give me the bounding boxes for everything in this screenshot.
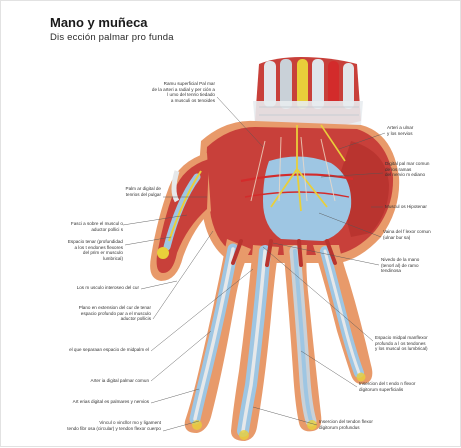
label-espacio-midpalm: Espacio midpal manflexor profundo a l os…: [375, 335, 459, 352]
label-arteria-digital: Arter ia digital palmar comun: [41, 378, 149, 384]
label-palm-digital-pulgar: Palm ar digital de tenrios del pulgar: [91, 186, 161, 197]
label-fasci-pollicis: Fasci a sobre el muscul o aductor pollic…: [37, 221, 123, 232]
label-musculo-hipotenar: Muscul os Hipotenar: [385, 204, 459, 210]
label-que-separan: el que separaan espacio de midpalm el: [5, 347, 149, 353]
label-espacio-tenar: Espacio tenar (profundidad a los t endon…: [29, 239, 123, 261]
label-arteria-ulnar: Arteri a ulnar y los nervios: [387, 125, 457, 136]
label-insercion-superficial: Insercion del t endo n flexor digitorum …: [359, 381, 457, 392]
label-arterias-digitales: Art erias digital es palmares y nervios: [29, 399, 149, 405]
label-digital-comun: Digital pal mar comun de los ramas del n…: [385, 161, 459, 178]
label-musculo-interoseo: Los m usculo interoseo del cur: [25, 285, 139, 291]
fingers: [185, 239, 373, 441]
forearm-wrist: [253, 57, 363, 129]
label-insercion-profundus: Insercion del tendon flexor digitorum pr…: [319, 419, 429, 430]
label-nivel-mano: Nivedo de la mano (tenorl al) de ramo te…: [381, 257, 459, 274]
label-vaina-flexor: Vaina del f lexor comun (ulnar bur sa): [383, 229, 459, 240]
thumb: [150, 153, 211, 281]
label-ramus-superficial: Ramu superficial Pal mar de la arteri a …: [95, 81, 215, 103]
label-plano-extension: Plano en extension del cur de tenar espa…: [31, 305, 151, 322]
label-vinculo: Vincul o vincllor mo y ligament tendo fi…: [9, 420, 161, 431]
